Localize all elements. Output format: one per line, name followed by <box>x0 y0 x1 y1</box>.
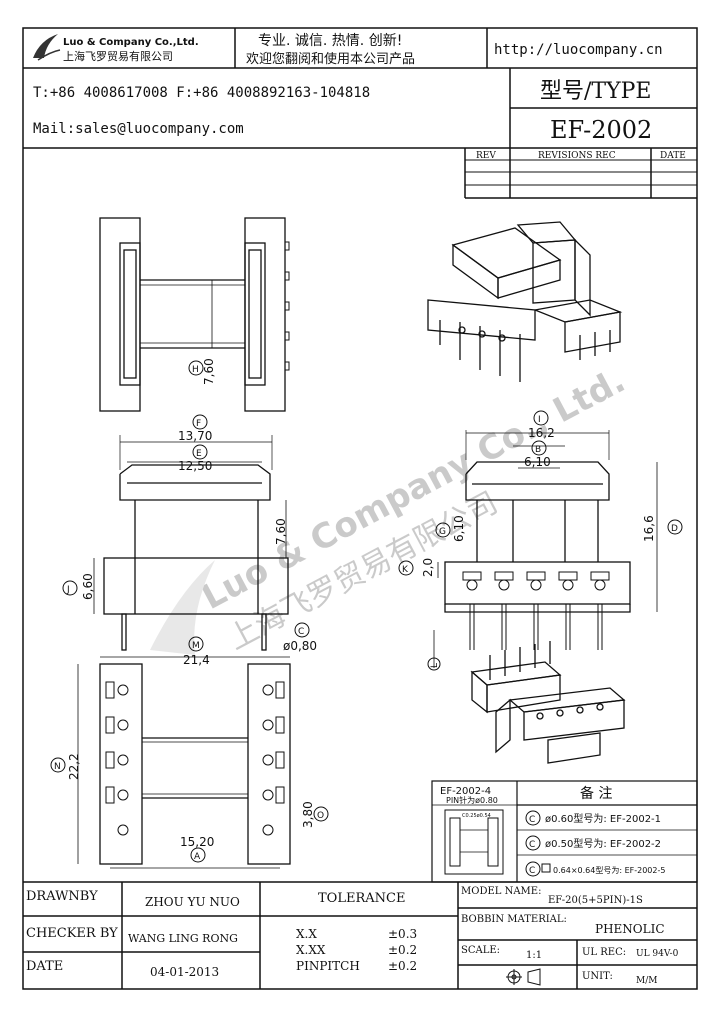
dim-c-value: ø0,80 <box>283 639 317 653</box>
bobbin-value: PHENOLIC <box>595 922 665 936</box>
ul-value: UL 94V-0 <box>636 949 679 959</box>
tol-xx-label: X.XX <box>296 943 326 957</box>
scale-value: 1:1 <box>526 950 542 961</box>
dim-g-value: 6,10 <box>452 515 466 542</box>
dim-a-label: A <box>194 852 201 862</box>
tol-xx-value: ±0.2 <box>388 943 417 957</box>
drawnby-label: DRAWNBY <box>26 889 98 904</box>
dim-k-value: 2,0 <box>421 558 435 577</box>
type-label: 型号/TYPE <box>540 79 651 104</box>
dim-i-value: 16,2 <box>528 426 555 440</box>
date-value: 04-01-2013 <box>150 965 219 979</box>
dim-f-value: 13,70 <box>178 429 212 443</box>
revisions-col-header: REVISIONS REC <box>538 151 616 161</box>
rev-col-header: REV <box>476 151 496 161</box>
note-1-marker: C <box>529 815 535 825</box>
website-link[interactable]: http://luocompany.cn <box>494 42 663 58</box>
variant-pin: PIN针为ø0.80 <box>446 795 498 805</box>
dim-j-label: J <box>66 585 70 595</box>
dim-c-label: C <box>298 627 304 637</box>
dim-a-value: 15,20 <box>180 835 214 849</box>
slogan-line-1: 专业. 诚信. 热情. 创新! <box>258 33 402 49</box>
scale-label: SCALE: <box>461 945 500 956</box>
dim-b-label: B <box>535 445 541 455</box>
dim-k-label: K <box>402 565 409 575</box>
dim-e-label: E <box>196 449 202 459</box>
dim-i-label: I <box>538 415 541 425</box>
unit-value: M/M <box>636 976 657 986</box>
dim-n-label: N <box>54 762 61 772</box>
drawnby-value: ZHOU YU NUO <box>145 895 240 909</box>
pinpitch-value: ±0.2 <box>388 959 417 973</box>
dim-m-value: 21,4 <box>183 653 210 667</box>
date-label: DATE <box>26 959 63 974</box>
dim-n-value: 22,2 <box>67 753 81 780</box>
dim-d-label: D <box>671 524 678 534</box>
company-name-cn: 上海飞罗贸易有限公司 <box>63 49 173 63</box>
dim-j-value: 6,60 <box>81 573 95 600</box>
square-pin-icon <box>541 863 551 873</box>
date-col-header: DATE <box>660 151 686 161</box>
company-logo-icon <box>33 34 61 61</box>
dim-side-7-60: 7,60 <box>274 518 288 545</box>
dim-b-value: 6,10 <box>524 455 551 469</box>
dim-o-value: 3,80 <box>301 801 315 828</box>
dim-f-label: F <box>196 419 201 429</box>
model-name-value: EF-20(5+5PIN)-1S <box>548 895 643 906</box>
slogan-line-2: 欢迎您翻阅和使用本公司产品 <box>246 51 415 67</box>
phone-fax: T:+86 4008617008 F:+86 4008892163-104818 <box>33 85 370 101</box>
tol-x-label: X.X <box>296 927 317 941</box>
dim-d-value: 16,6 <box>642 515 656 542</box>
dim-o-label: O <box>317 811 324 821</box>
checker-label: CHECKER BY <box>26 926 118 941</box>
note-2: ø0.50型号为: EF-2002-2 <box>545 837 661 850</box>
note-1: ø0.60型号为: EF-2002-1 <box>545 812 661 825</box>
pinpitch-label: PINPITCH <box>296 959 360 973</box>
note-2-marker: C <box>529 840 535 850</box>
checker-value: WANG LING RONG <box>128 932 238 945</box>
dim-h-label: H <box>192 365 199 375</box>
model-name-label: MODEL NAME: <box>461 886 541 897</box>
variant-small-dim: C0.25ø0.54 <box>462 813 491 819</box>
company-name-en: Luo & Company Co.,Ltd. <box>63 37 199 48</box>
dim-e-value: 12,50 <box>178 459 212 473</box>
dim-l-label: L <box>430 663 440 668</box>
dim-h-value: 7,60 <box>202 358 216 385</box>
isometric-view-top <box>427 221 623 382</box>
note-3: 0.64×0.64型号为: EF-2002-5 <box>553 865 665 875</box>
front-view <box>93 435 289 651</box>
tolerance-label: TOLERANCE <box>318 891 405 906</box>
watermark-swoosh-icon <box>150 560 215 655</box>
bottom-view <box>77 656 291 869</box>
dim-m-label: M <box>192 641 200 651</box>
variant-title: EF-2002-4 <box>440 786 491 797</box>
tol-x-value: ±0.3 <box>388 927 417 941</box>
projection-symbol-icon <box>506 968 541 986</box>
note-3-marker: C <box>529 866 535 876</box>
unit-label: UNIT: <box>582 971 613 982</box>
email-address[interactable]: Mail:sales@luocompany.com <box>33 121 244 137</box>
outer-border <box>22 27 698 990</box>
bobbin-label: BOBBIN MATERIAL: <box>461 914 567 925</box>
model-number: EF-2002 <box>550 116 652 144</box>
watermark-en: Luo & Company Co., Ltd. <box>195 361 631 618</box>
dim-g-label: G <box>439 527 446 537</box>
ul-label: UL REC: <box>582 947 626 958</box>
isometric-view-bottom <box>470 641 626 764</box>
side-view-pins <box>462 571 610 650</box>
bottom-view-pins <box>105 681 285 836</box>
notes-title: 备 注 <box>580 785 612 802</box>
top-view <box>99 217 290 412</box>
